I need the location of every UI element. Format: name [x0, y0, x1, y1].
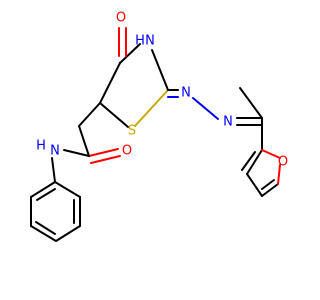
- bond-ph-4b: [35, 221, 56, 235]
- bond-methyl: [239, 87, 263, 119]
- bond-ph-4: [30, 225, 57, 242]
- bond-ch2-camide: [78, 125, 90, 157]
- bond-furan-2: [246, 173, 263, 197]
- atom-o-ring-carbonyl: O: [116, 11, 126, 26]
- atom-h-ring-nh: H: [135, 34, 145, 49]
- bond-furan-1b: [241, 151, 256, 171]
- bond-furan-3: [261, 183, 279, 197]
- bond-furan-3b: [261, 179, 275, 190]
- atom-h-amide: H: [36, 139, 46, 154]
- bond-n3-c4: [119, 43, 141, 64]
- atom-n-hydrazone-1: N: [181, 86, 191, 101]
- bond-amide-co-a: [88, 148, 119, 157]
- atom-n-hydrazone-2: N: [223, 115, 233, 130]
- bond-ph-6b: [36, 188, 56, 201]
- bond-n-phenyl: [51, 157, 56, 183]
- bond-s-c2: [134, 89, 169, 127]
- atom-n-ring: N: [145, 34, 155, 49]
- atom-o-furan: O: [278, 155, 288, 170]
- bond-c2-n3: [151, 49, 169, 91]
- bond-furan-4: [277, 164, 281, 185]
- bond-ph-3: [55, 225, 81, 242]
- bond-furan-5: [261, 149, 281, 159]
- atom-labels: O H N S N N O H N O: [36, 11, 288, 170]
- bond-c5-s: [99, 102, 129, 128]
- atom-n-amide: N: [50, 144, 60, 159]
- atom-o-amide: O: [122, 144, 132, 159]
- bond-n-n: [192, 97, 219, 120]
- molecule-structure: O H N S N N O H N O: [30, 11, 288, 242]
- bond-amide-cn: [63, 149, 90, 157]
- bond-amide-co-b: [90, 155, 121, 164]
- bond-c5-ch2: [78, 102, 101, 127]
- atom-s-ring: S: [128, 124, 136, 139]
- bond-ph-6: [30, 181, 56, 198]
- bond-furan-1: [246, 149, 263, 175]
- bond-ph-1: [54, 181, 81, 198]
- bonds: [30, 27, 281, 242]
- bond-c4-c5: [99, 62, 121, 104]
